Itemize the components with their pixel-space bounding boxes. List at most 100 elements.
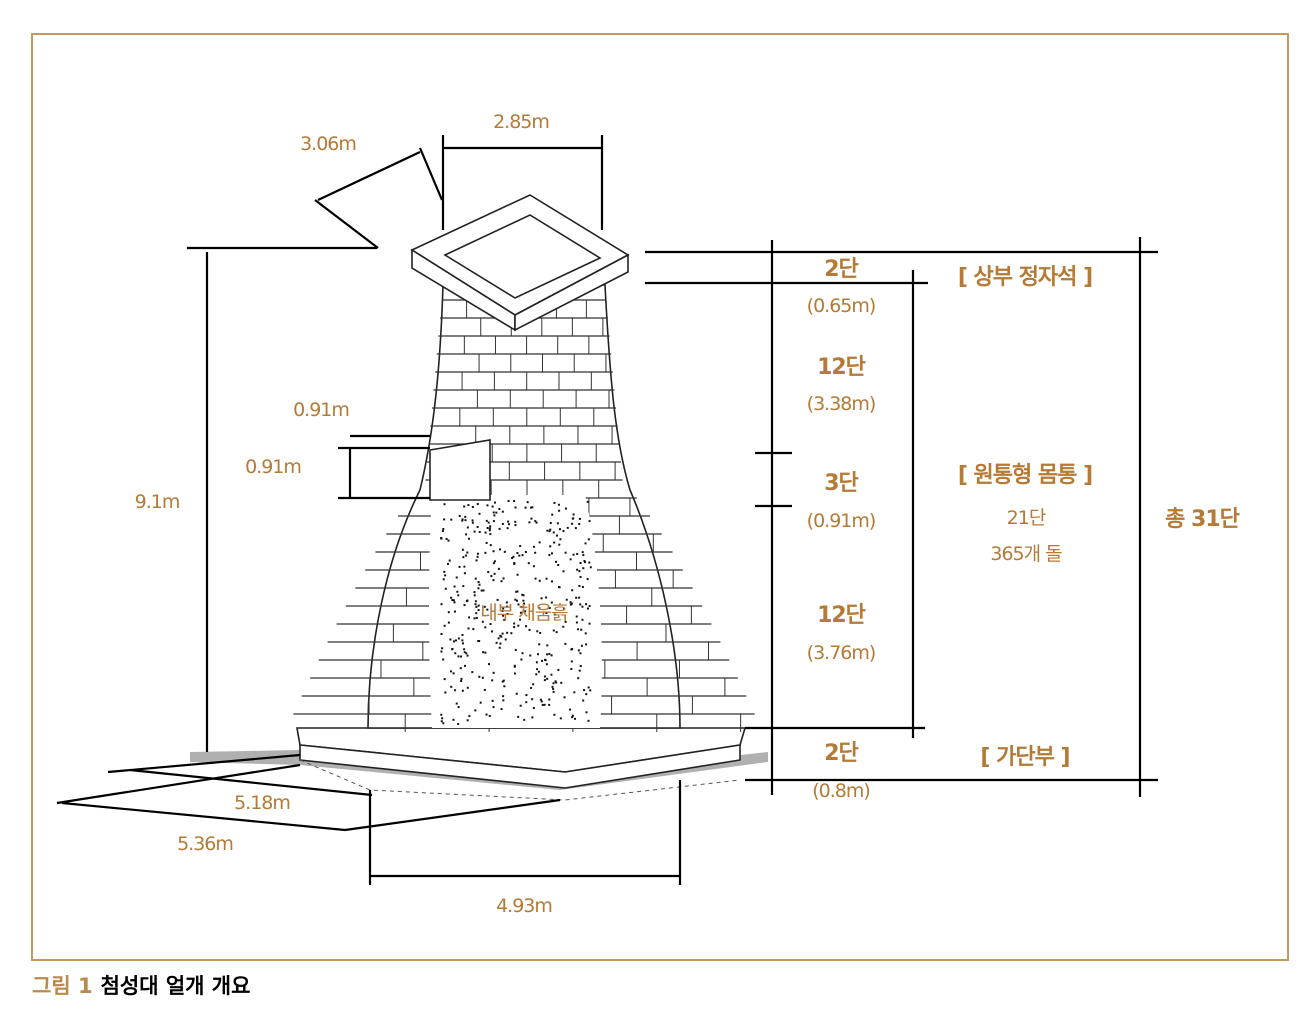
fill-dot bbox=[474, 577, 477, 580]
fill-dot bbox=[476, 503, 479, 506]
fill-dot bbox=[443, 678, 446, 681]
fill-dot bbox=[468, 616, 471, 619]
fill-dot bbox=[464, 664, 467, 667]
fill-dot bbox=[521, 554, 524, 557]
fill-dot bbox=[543, 703, 546, 706]
fill-dot bbox=[578, 570, 581, 573]
fill-dot bbox=[516, 552, 519, 555]
fill-dot bbox=[515, 599, 518, 602]
tier-3-courses: 3단 bbox=[824, 471, 858, 496]
top-depth-label: 3.06m bbox=[300, 133, 356, 155]
fill-dot bbox=[447, 611, 450, 614]
fill-dot bbox=[442, 527, 445, 530]
fill-dot bbox=[548, 530, 551, 533]
fill-dot bbox=[522, 594, 525, 597]
fill-dot bbox=[558, 509, 561, 512]
fill-dot bbox=[537, 653, 540, 656]
fill-dot bbox=[564, 507, 567, 510]
fill-dot bbox=[502, 679, 505, 682]
fill-dot bbox=[507, 500, 510, 503]
tier-3-height: (0.91m) bbox=[807, 510, 876, 532]
fill-dot bbox=[501, 632, 504, 635]
fill-dot bbox=[492, 579, 495, 582]
fill-dot bbox=[580, 628, 583, 631]
fill-dot bbox=[533, 545, 536, 548]
fill-dot bbox=[572, 513, 575, 516]
fill-dot bbox=[450, 596, 453, 599]
fill-dot bbox=[548, 607, 551, 610]
fill-dot bbox=[586, 578, 589, 581]
fill-dot bbox=[576, 568, 579, 571]
fill-dot bbox=[575, 621, 578, 624]
base-side-a-label: 5.18m bbox=[234, 792, 290, 814]
fill-dot bbox=[485, 541, 488, 544]
fill-dot bbox=[497, 637, 500, 640]
fill-dot bbox=[502, 614, 505, 617]
top-width-label: 2.85m bbox=[493, 111, 549, 133]
fill-dot bbox=[523, 602, 526, 605]
fill-dot bbox=[452, 640, 455, 643]
fill-dot bbox=[466, 526, 469, 529]
fill-dot bbox=[520, 606, 523, 609]
fill-dot bbox=[454, 639, 457, 642]
fill-dot bbox=[463, 565, 466, 568]
fill-dot bbox=[495, 641, 498, 644]
fill-dot bbox=[476, 552, 479, 555]
fill-dot bbox=[491, 679, 494, 682]
fill-dot bbox=[488, 714, 491, 717]
fill-dot bbox=[584, 561, 587, 564]
fill-dot bbox=[515, 590, 518, 593]
fill-dot bbox=[483, 688, 486, 691]
fill-dot bbox=[471, 505, 474, 508]
fill-dot bbox=[513, 562, 516, 565]
fill-dot bbox=[575, 596, 578, 599]
fill-dot bbox=[550, 654, 553, 657]
fill-dot bbox=[486, 504, 489, 507]
fill-dot bbox=[456, 590, 459, 593]
fill-dot bbox=[550, 580, 553, 583]
fill-dot bbox=[463, 648, 466, 651]
fill-dot bbox=[477, 581, 480, 584]
fill-dot bbox=[536, 668, 539, 671]
fill-dot bbox=[569, 558, 572, 561]
fill-dot bbox=[555, 631, 558, 634]
fill-dot bbox=[516, 590, 519, 593]
fill-dot bbox=[464, 519, 467, 522]
fill-dot bbox=[579, 603, 582, 606]
fill-dot bbox=[481, 676, 484, 679]
fill-dot bbox=[462, 556, 465, 559]
fill-dot bbox=[521, 652, 524, 655]
fill-dot bbox=[488, 529, 491, 532]
fill-dot bbox=[535, 521, 538, 524]
fill-dot bbox=[472, 628, 475, 631]
fill-dot bbox=[503, 618, 506, 621]
fill-dot bbox=[485, 713, 488, 716]
fill-dot bbox=[455, 702, 458, 705]
fill-dot bbox=[574, 717, 577, 720]
fill-dot bbox=[475, 605, 478, 608]
fill-dot bbox=[457, 723, 460, 726]
fill-dot bbox=[487, 663, 490, 666]
fill-dot bbox=[508, 523, 511, 526]
fill-dot bbox=[492, 511, 495, 514]
fill-dot bbox=[506, 613, 509, 616]
base-front-label: 4.93m bbox=[496, 895, 552, 917]
fill-dot bbox=[493, 572, 496, 575]
fill-dot bbox=[466, 551, 469, 554]
fill-dot bbox=[462, 585, 465, 588]
fill-dot bbox=[458, 514, 461, 517]
fill-dot bbox=[548, 652, 551, 655]
fill-dot bbox=[540, 700, 543, 703]
fill-dot bbox=[584, 632, 587, 635]
fill-dot bbox=[514, 598, 517, 601]
fill-dot bbox=[460, 655, 463, 658]
fill-dot bbox=[574, 527, 577, 530]
fill-dot bbox=[525, 694, 528, 697]
fill-dot bbox=[562, 530, 565, 533]
fill-dot bbox=[551, 513, 554, 516]
fill-dot bbox=[492, 706, 495, 709]
fill-dot bbox=[513, 672, 516, 675]
total-height-label: 9.1m bbox=[135, 491, 180, 513]
body-stones-label: 365개 돌 bbox=[990, 543, 1062, 565]
